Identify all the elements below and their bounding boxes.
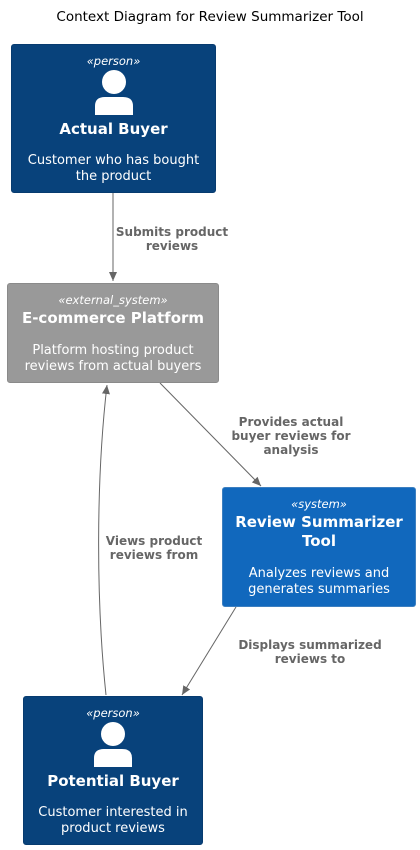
potential-buyer-name: Potential Buyer xyxy=(47,772,179,790)
node-actual-buyer: «person» Actual Buyer Customer who has b… xyxy=(11,44,216,193)
views-line1: Views product xyxy=(105,534,203,548)
arrow-provides xyxy=(159,382,262,487)
node-potential-buyer: «person» Potential Buyer Customer intere… xyxy=(23,696,203,845)
node-ecommerce-platform: «external_system» E-commerce Platform Pl… xyxy=(7,283,219,383)
views-line2: reviews from xyxy=(109,548,199,562)
provides-line1: Provides actual xyxy=(238,415,344,429)
displays-line2: reviews to xyxy=(274,652,346,666)
relation-label-views: Views product reviews from xyxy=(100,534,208,562)
summarizer-name-line2: Tool xyxy=(302,532,336,550)
submits-line1: Submits product xyxy=(115,225,229,239)
diagram-title: Context Diagram for Review Summarizer To… xyxy=(56,9,364,25)
relation-label-provides: Provides actual buyer reviews for analys… xyxy=(226,415,356,457)
summarizer-stereotype: «system» xyxy=(291,497,347,511)
summarizer-desc-line2: generates summaries xyxy=(248,582,390,597)
ecommerce-desc-line1: Platform hosting product xyxy=(32,343,194,358)
provides-line2: buyer reviews for xyxy=(231,429,351,443)
actual-buyer-desc-line1: Customer who has bought xyxy=(27,153,200,168)
summarizer-name-line1: Review Summarizer xyxy=(235,513,403,531)
ecommerce-stereotype: «external_system» xyxy=(58,293,168,307)
person-icon xyxy=(94,722,132,767)
submits-line2: reviews xyxy=(145,239,199,253)
potential-buyer-desc-line1: Customer interested in xyxy=(38,805,188,820)
summarizer-desc-line1: Analyzes reviews and xyxy=(248,566,390,581)
actual-buyer-desc-line2: the product xyxy=(75,169,152,184)
ecommerce-name: E-commerce Platform xyxy=(21,309,205,327)
person-icon xyxy=(94,70,133,115)
relation-label-submits: Submits product reviews xyxy=(112,225,232,253)
node-review-summarizer-tool: «system» Review Summarizer Tool Analyzes… xyxy=(222,487,416,607)
provides-line3: analysis xyxy=(263,443,319,457)
potential-buyer-stereotype: «person» xyxy=(86,706,140,720)
relation-label-displays: Displays summarized reviews to xyxy=(230,638,390,666)
actual-buyer-stereotype: «person» xyxy=(86,54,141,68)
displays-line1: Displays summarized xyxy=(238,638,382,652)
ecommerce-desc-line2: reviews from actual buyers xyxy=(24,359,202,374)
potential-buyer-desc-line2: product reviews xyxy=(61,821,165,836)
arrow-views xyxy=(98,384,110,696)
arrow-displays xyxy=(181,606,237,696)
actual-buyer-name: Actual Buyer xyxy=(59,120,168,138)
